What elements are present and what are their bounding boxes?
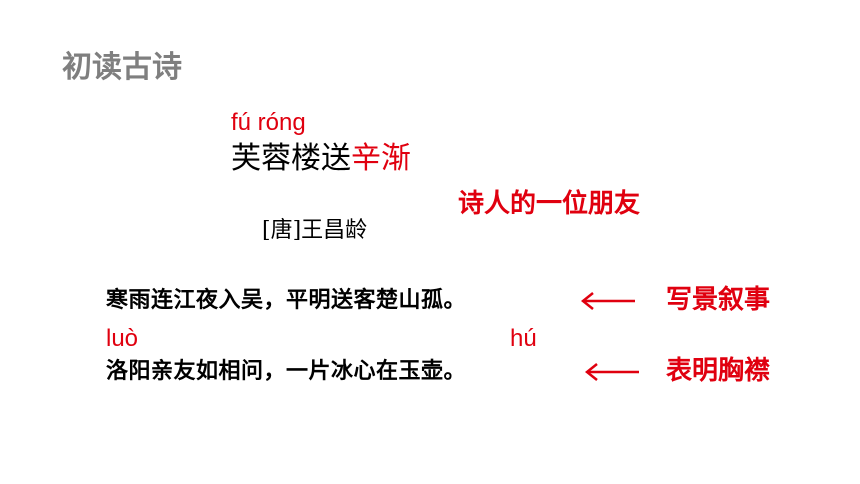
left-arrow-icon bbox=[584, 363, 639, 381]
poem-title-highlight: 辛渐 bbox=[351, 141, 411, 176]
title-pinyin: fú róng bbox=[231, 109, 306, 136]
poem-line-2: 洛阳亲友如相问，一片冰心在玉壶。 bbox=[106, 358, 467, 384]
poem-title: 芙蓉楼送辛渐 bbox=[231, 144, 411, 174]
line-2-label: 表明胸襟 bbox=[666, 356, 771, 386]
annotation-friend: 诗人的一位朋友 bbox=[458, 189, 641, 219]
poem-title-normal: 芙蓉楼送 bbox=[231, 141, 351, 176]
line-2-pinyin-start: luò bbox=[106, 325, 139, 352]
line-1-label: 写景叙事 bbox=[666, 285, 771, 315]
section-heading: 初读古诗 bbox=[62, 50, 182, 85]
poem-line-1: 寒雨连江夜入吴，平明送客楚山孤。 bbox=[106, 287, 467, 313]
left-arrow-icon bbox=[580, 292, 635, 310]
line-2-pinyin-end: hú bbox=[510, 325, 537, 352]
poem-author: [唐]王昌龄 bbox=[262, 218, 368, 243]
